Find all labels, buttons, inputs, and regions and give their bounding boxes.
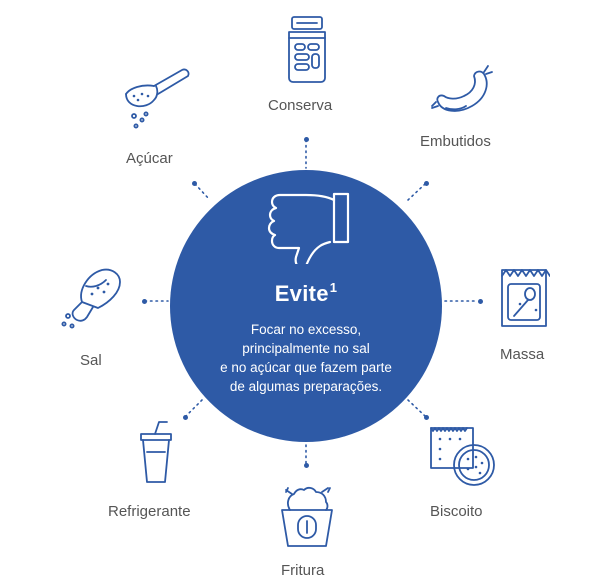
dot-refrigerante <box>183 415 188 420</box>
evite-circle: Evite1 Focar no excesso, principalmente … <box>170 170 442 442</box>
connector-embutidos <box>407 183 426 201</box>
fried-chicken-bucket-icon <box>281 486 333 547</box>
soda-cup-icon <box>140 421 172 483</box>
thumbs-down-icon <box>267 192 350 264</box>
label-biscoito: Biscoito <box>430 503 483 520</box>
connector-refrigerante <box>185 399 203 417</box>
center-description: Focar no excesso, principalmente no sal … <box>220 322 392 394</box>
pasta-package-icon <box>501 269 550 327</box>
connector-biscoito <box>407 399 426 417</box>
cookie-icon <box>430 427 495 486</box>
dot-acucar <box>192 181 197 186</box>
connector-acucar <box>194 183 211 201</box>
label-conserva: Conserva <box>268 97 333 114</box>
label-fritura: Fritura <box>281 562 325 579</box>
label-embutidos: Embutidos <box>420 133 491 150</box>
salt-shaker-icon <box>61 268 121 329</box>
dot-biscoito <box>424 415 429 420</box>
label-refrigerante: Refrigerante <box>108 503 191 520</box>
dot-fritura <box>304 463 309 468</box>
dot-conserva <box>304 137 309 142</box>
sugar-scoop-icon <box>125 68 190 129</box>
label-sal: Sal <box>80 352 102 369</box>
center-title: Evite1 <box>274 280 338 306</box>
jar-icon <box>288 16 326 83</box>
dot-massa <box>478 299 483 304</box>
label-massa: Massa <box>500 346 545 363</box>
sausage-icon <box>431 65 493 112</box>
dot-sal <box>142 299 147 304</box>
dot-embutidos <box>424 181 429 186</box>
label-acucar: Açúcar <box>126 150 173 167</box>
